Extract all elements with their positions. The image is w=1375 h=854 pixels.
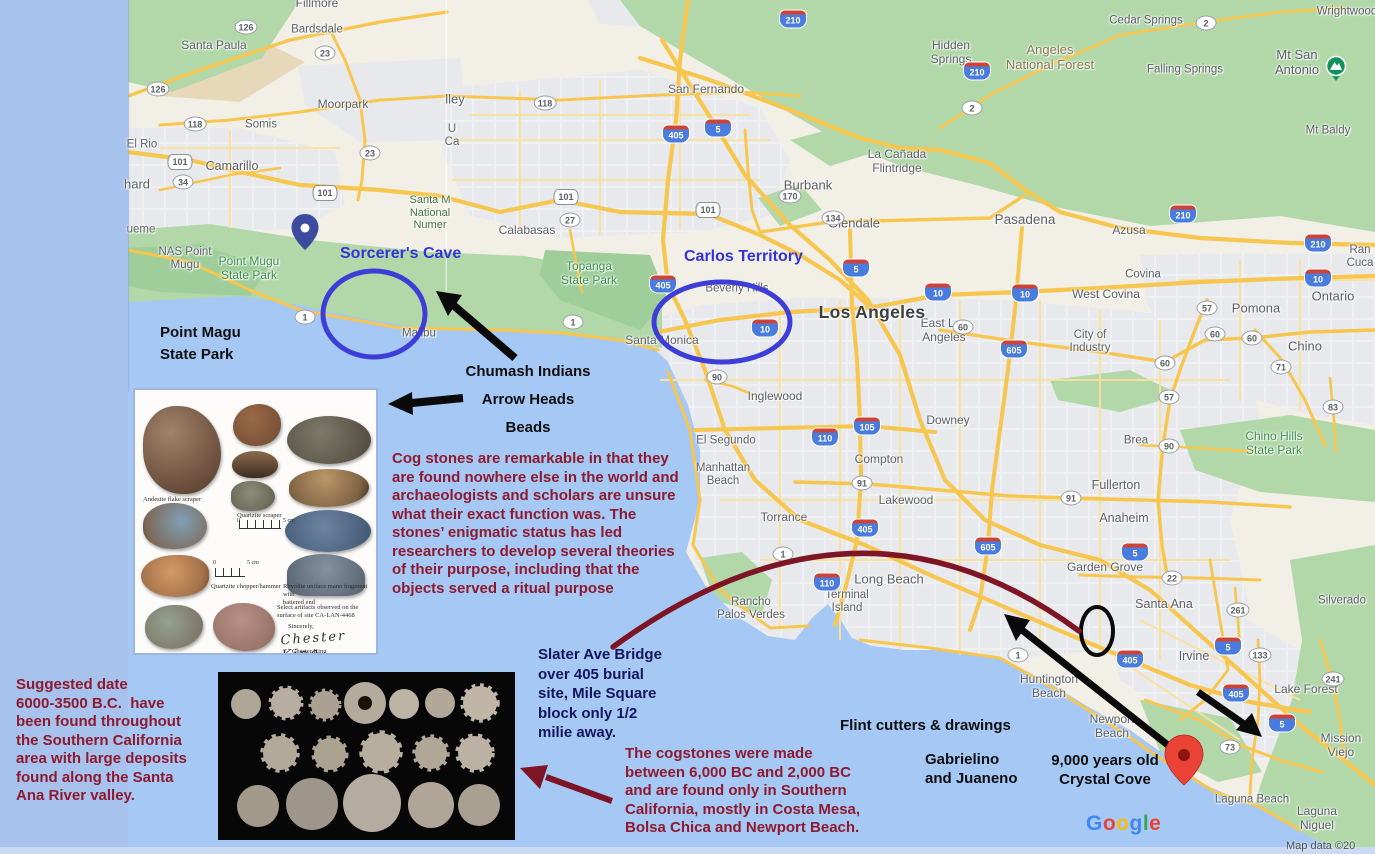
caption-select-artifacts: Select artifacts observed on the surface… <box>277 604 359 619</box>
scale-bar <box>215 568 245 577</box>
artifact-stone <box>231 481 275 511</box>
artifact-stone <box>287 554 365 596</box>
google-logo-letter: o <box>1102 812 1117 835</box>
cogstones-photo <box>218 672 515 840</box>
google-logo-letter: o <box>1116 812 1130 835</box>
google-logo[interactable]: Google <box>1086 812 1161 836</box>
google-logo-letter: g <box>1129 812 1143 835</box>
caption-chester-king: Chester King <box>292 648 327 655</box>
scale-bar <box>239 520 281 529</box>
caption-andesite: Andesite flake scraper <box>143 496 202 503</box>
artifact-stone <box>141 555 209 597</box>
bottom-strip <box>0 847 1375 854</box>
map-left-edge <box>128 0 130 392</box>
artifact-letter-photo: Andesite flake scraper Quartzite scraper… <box>133 388 378 655</box>
caption-chopper: Quartzite chopper/hammer <box>211 583 281 590</box>
screenshot-seam <box>445 0 448 302</box>
scale-zero: 0 <box>213 560 216 566</box>
artifact-stone <box>143 503 207 549</box>
artifact-stone <box>232 451 278 478</box>
scale-zero: 0 <box>237 518 240 524</box>
map-attribution: Map data ©20 <box>1286 840 1356 852</box>
scale-five: 5 cm <box>247 560 259 566</box>
google-logo-letter: e <box>1149 812 1162 835</box>
artifact-stone <box>213 603 275 651</box>
caption-quartzite-scraper: Quartzite scraper <box>237 512 282 519</box>
google-logo-letter: l <box>1142 812 1150 835</box>
caption-sincerely: Sincerely, <box>288 623 314 630</box>
artifact-stone <box>287 416 371 464</box>
artifact-stone <box>289 469 369 507</box>
artifact-stone <box>143 406 221 494</box>
artifact-stone <box>145 605 203 649</box>
artifact-stone <box>233 404 281 446</box>
caption-rhyolite: Rhyolite uniface mano fragment with batt… <box>283 583 368 606</box>
artifact-stone <box>285 510 371 552</box>
scale-five: 5 cm <box>283 518 295 524</box>
google-logo-letter: G <box>1086 812 1103 835</box>
